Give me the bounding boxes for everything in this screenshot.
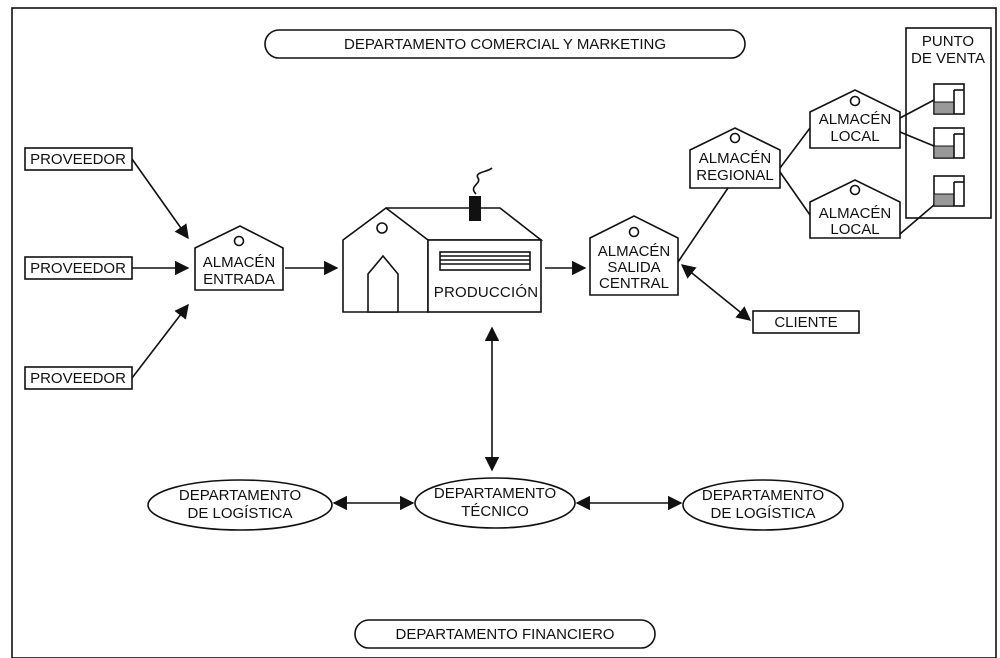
line-local-shop1 [899,99,935,119]
arrow-supplier1-entry [131,158,189,240]
line-regional-local-bottom [779,171,811,216]
factory-door-icon [367,254,399,313]
warehouse-entry: ALMACÉN ENTRADA [194,225,284,291]
shop-icon [933,83,965,115]
arrow-supplier3-entry [131,303,189,379]
svg-text:LOCAL: LOCAL [830,128,879,145]
svg-text:DEPARTAMENTO: DEPARTAMENTO [179,487,301,504]
line-regional-local-top [779,127,811,169]
dept-commercial-marketing: DEPARTAMENTO COMERCIAL Y MARKETING [264,29,746,59]
warehouse-central: ALMACÉN SALIDA CENTRAL [589,215,679,296]
dept-logistics-right: DEPARTAMENTO DE LOGÍSTICA [682,479,844,531]
gable-window-icon [376,222,388,234]
dept-logistics-left: DEPARTAMENTO DE LOGÍSTICA [147,479,333,531]
svg-text:LOCAL: LOCAL [830,221,879,238]
svg-text:SALIDA: SALIDA [607,259,660,276]
smoke-icon [472,167,493,195]
svg-text:ALMACÉN: ALMACÉN [819,111,892,128]
dept-technical: DEPARTAMENTO TÉCNICO [414,477,576,529]
svg-text:CLIENTE: CLIENTE [774,314,837,331]
point-of-sale: PUNTO DE VENTA [905,27,992,219]
svg-text:PROVEEDOR: PROVEEDOR [30,151,126,168]
svg-text:DEPARTAMENTO FINANCIERO: DEPARTAMENTO FINANCIERO [396,626,615,643]
tag-hole-icon [849,184,861,196]
svg-text:PUNTO: PUNTO [922,33,974,50]
svg-text:REGIONAL: REGIONAL [696,167,774,184]
line-local-shop2 [899,131,935,147]
line-local-shop3 [899,204,935,235]
shop-icon [933,175,965,207]
supplier-3: PROVEEDOR [24,366,133,390]
svg-text:ENTRADA: ENTRADA [203,271,275,288]
svg-text:PROVEEDOR: PROVEEDOR [30,370,126,387]
warehouse-regional: ALMACÉN REGIONAL [689,127,781,189]
svg-text:PROVEEDOR: PROVEEDOR [30,260,126,277]
svg-text:DEPARTAMENTO: DEPARTAMENTO [702,487,824,504]
tag-hole-icon [233,235,245,247]
warehouse-local-top: ALMACÉN LOCAL [809,89,901,149]
svg-text:CENTRAL: CENTRAL [599,275,669,292]
client-box: CLIENTE [752,310,860,334]
supplier-1: PROVEEDOR [24,147,133,171]
arrow-central-client [680,264,752,321]
factory-window-icon [439,251,531,271]
svg-text:ALMACÉN: ALMACÉN [598,243,671,260]
line-central-regional [677,187,729,263]
svg-text:ALMACÉN: ALMACÉN [203,254,276,271]
chimney-icon [469,196,481,221]
tag-hole-icon [628,226,640,238]
shop-icon [933,127,965,159]
production-factory: PRODUCCIÓN [342,167,544,313]
svg-text:TÉCNICO: TÉCNICO [461,503,529,520]
diagram-frame [11,7,997,658]
dept-financial: DEPARTAMENTO FINANCIERO [354,619,656,649]
svg-text:PRODUCCIÓN: PRODUCCIÓN [434,284,539,301]
svg-text:DE VENTA: DE VENTA [911,50,985,67]
svg-text:DE LOGÍSTICA: DE LOGÍSTICA [710,505,815,522]
svg-text:DEPARTAMENTO COMERCIAL Y MARKE: DEPARTAMENTO COMERCIAL Y MARKETING [344,36,666,53]
tag-hole-icon [729,132,741,144]
tag-hole-icon [849,95,861,107]
svg-text:DEPARTAMENTO: DEPARTAMENTO [434,485,556,502]
supplier-2: PROVEEDOR [24,256,133,280]
svg-text:ALMACÉN: ALMACÉN [699,150,772,167]
warehouse-local-bottom: ALMACÉN LOCAL [809,179,901,239]
svg-text:DE LOGÍSTICA: DE LOGÍSTICA [187,505,292,522]
svg-text:ALMACÉN: ALMACÉN [819,205,892,222]
